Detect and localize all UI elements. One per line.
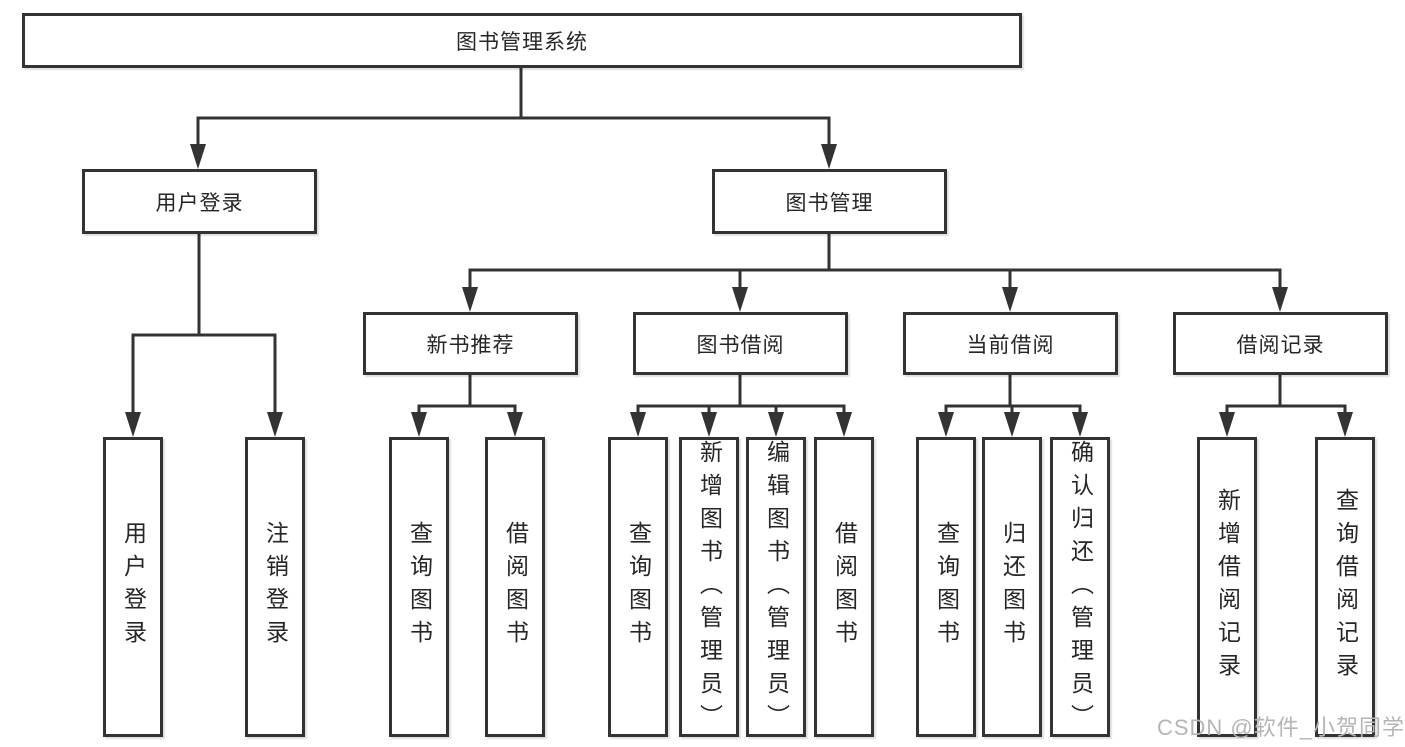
leaf-borrow-books-2: 借阅图书 <box>814 437 874 737</box>
node-borrowing-records: 借阅记录 <box>1173 312 1388 375</box>
leaf-user-login: 用户登录 <box>103 437 163 737</box>
leaf-logout: 注销登录 <box>245 437 305 737</box>
leaf-query-books-3: 查询图书 <box>916 437 976 737</box>
node-current-borrowing: 当前借阅 <box>903 312 1118 375</box>
arrowheads <box>125 144 1353 437</box>
leaf-query-borrow-record: 查询借阅记录 <box>1315 437 1375 737</box>
leaf-add-borrow-record: 新增借阅记录 <box>1197 437 1257 737</box>
leaf-query-books-2: 查询图书 <box>608 437 668 737</box>
leaf-borrow-books-1: 借阅图书 <box>485 437 545 737</box>
leaf-return-books: 归还图书 <box>982 437 1042 737</box>
csdn-watermark: CSDN @软件_小贺同学 <box>1156 715 1405 740</box>
node-new-book-recommend: 新书推荐 <box>363 312 578 375</box>
leaf-confirm-return-admin: 确认归还（管理员） <box>1050 437 1110 737</box>
leaf-query-books-1: 查询图书 <box>389 437 449 737</box>
node-user-login: 用户登录 <box>82 169 317 234</box>
leaf-add-books-admin: 新增图书（管理员） <box>679 437 739 737</box>
node-book-borrowing: 图书借阅 <box>633 312 848 375</box>
leaf-edit-books-admin: 编辑图书（管理员） <box>746 437 806 737</box>
node-library-system: 图书管理系统 <box>22 13 1022 68</box>
node-book-management: 图书管理 <box>712 169 947 234</box>
